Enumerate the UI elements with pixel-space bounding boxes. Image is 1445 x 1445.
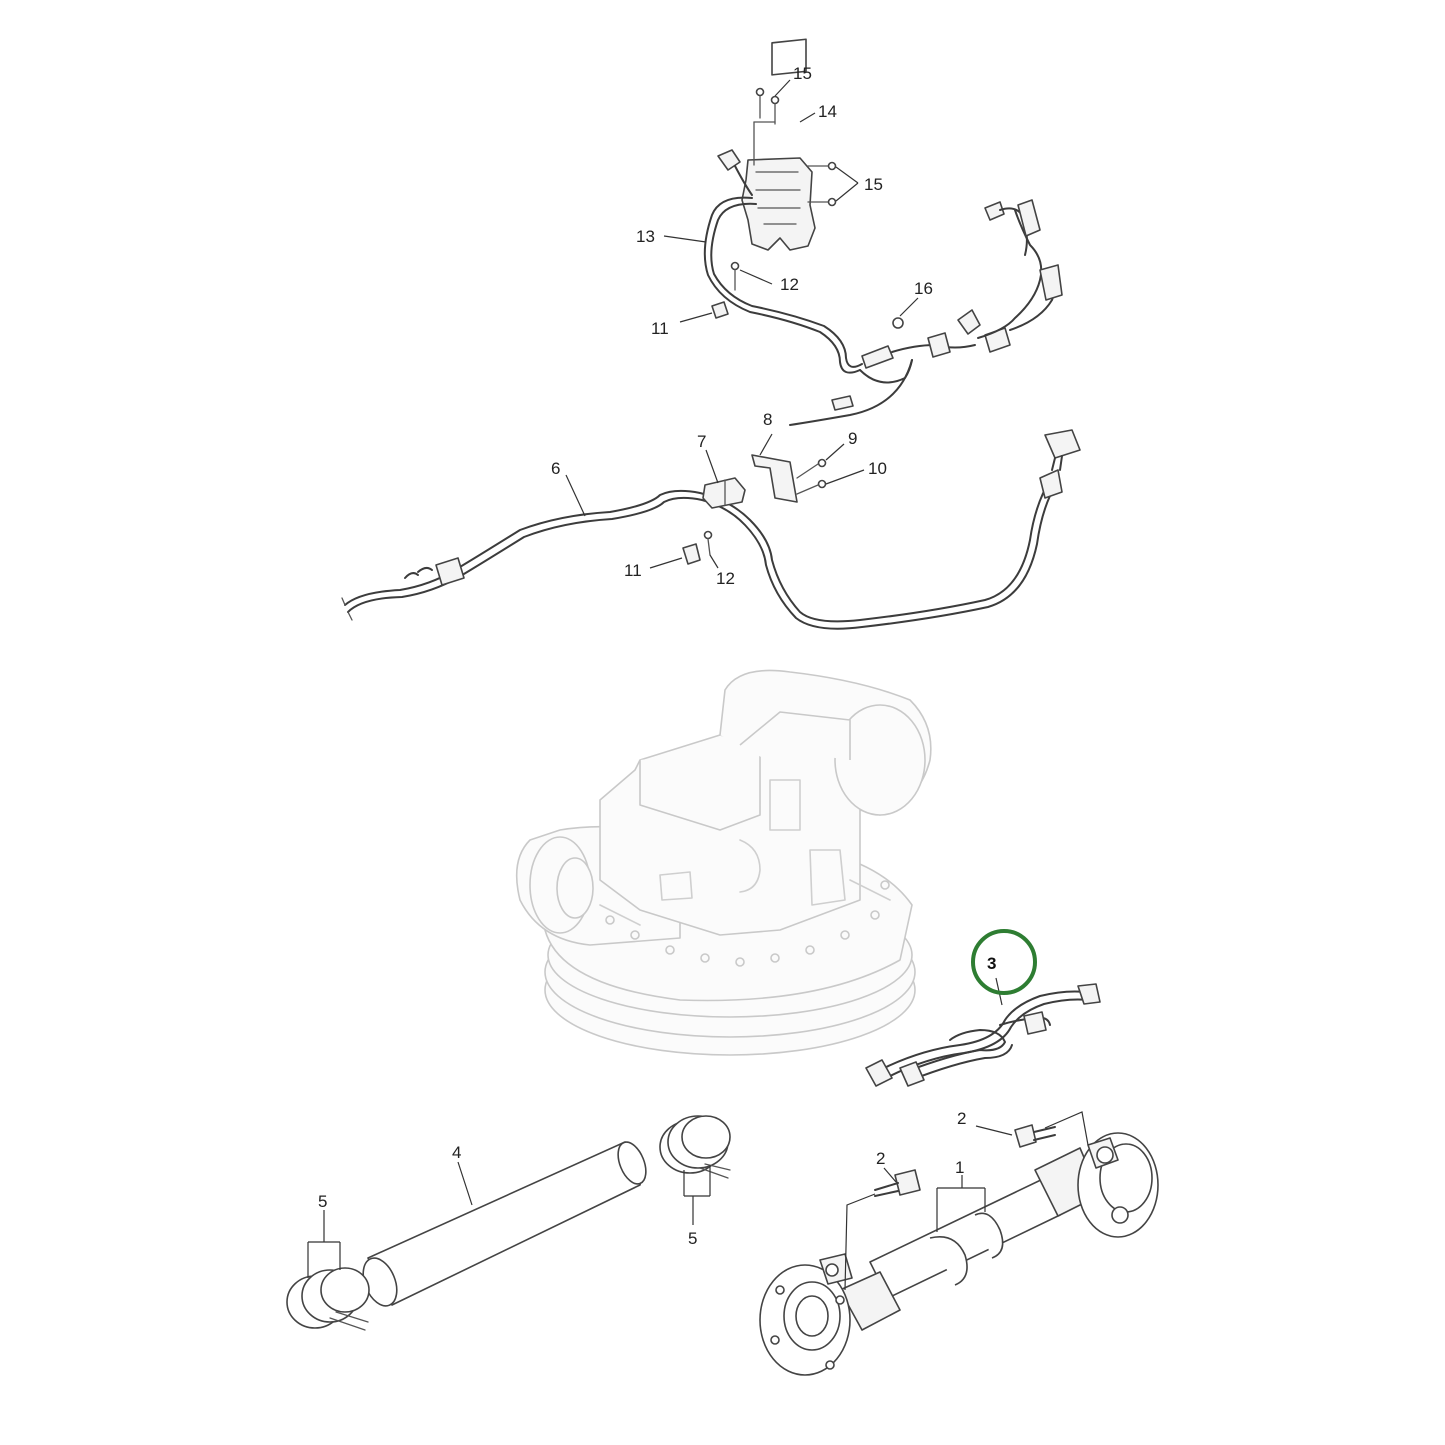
callout-10: 10 [868, 459, 887, 478]
callout-5-left: 5 [318, 1192, 327, 1211]
part-3-harness [865, 977, 1101, 1087]
bolt-2-lower [844, 1169, 921, 1291]
callout-6: 6 [551, 459, 560, 478]
callout-15-top: 15 [793, 64, 812, 83]
callout-11-upper: 11 [651, 319, 669, 338]
callout-13: 13 [636, 227, 655, 246]
lower-wiring-harness [341, 429, 1081, 630]
leader-lines [307, 79, 1013, 1278]
callout-8: 8 [763, 410, 772, 429]
callout-1: 1 [955, 1158, 964, 1177]
callout-2-upper: 2 [957, 1109, 966, 1128]
callout-9: 9 [848, 429, 857, 448]
hose-clamp-5-left [286, 1267, 370, 1331]
part-3-highlight-ring[interactable] [971, 929, 1037, 995]
hose-clamp-5-right [659, 1115, 731, 1179]
callout-15-side: 15 [864, 175, 883, 194]
callout-7: 7 [697, 432, 706, 451]
drive-shaft-1 [759, 1132, 1159, 1376]
callout-16: 16 [914, 279, 933, 298]
heater-unit-background [515, 669, 932, 1056]
callout-4: 4 [452, 1143, 461, 1162]
callout-5-right: 5 [688, 1229, 697, 1248]
upper-wiring-harness [703, 38, 1063, 426]
bolt-2-upper [1014, 1111, 1089, 1148]
duct-pipe-4 [362, 1141, 647, 1307]
callout-labels: 15 14 15 13 12 16 11 8 9 7 10 6 11 12 3 … [318, 64, 996, 1248]
callout-14: 14 [818, 102, 837, 121]
callout-3[interactable]: 3 [987, 954, 996, 973]
callout-2-lower: 2 [876, 1149, 885, 1168]
callout-12-upper: 12 [780, 275, 799, 294]
callout-12-lower: 12 [716, 569, 735, 588]
callout-11-lower: 11 [624, 561, 642, 580]
